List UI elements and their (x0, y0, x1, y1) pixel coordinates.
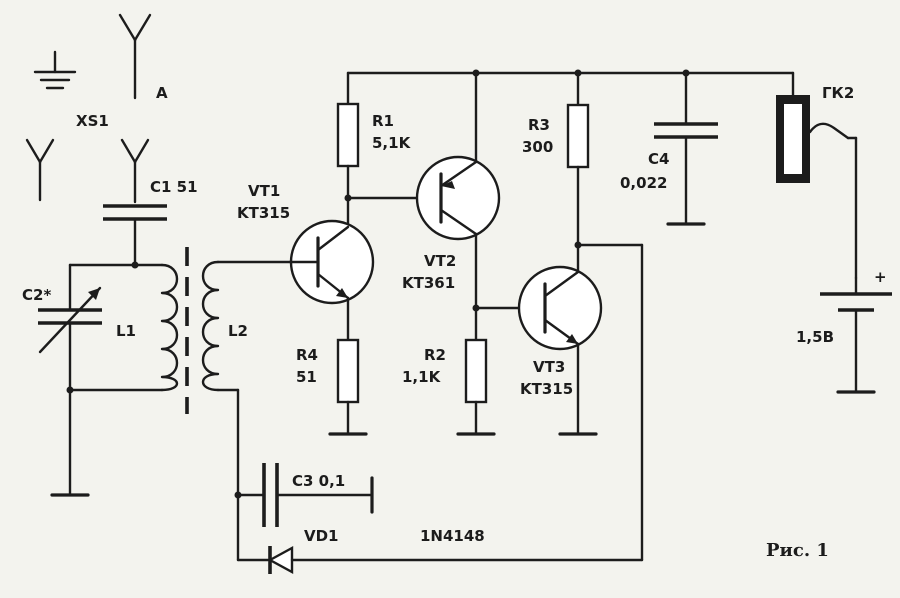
c4-value: 0,022 (620, 174, 667, 192)
c4-name: C4 (648, 150, 669, 168)
r2-value: 1,1K (402, 368, 442, 386)
battery-cell (820, 276, 892, 394)
antenna-symbol (118, 13, 152, 100)
r4-value: 51 (296, 368, 317, 386)
l2-label: L2 (228, 322, 248, 340)
connector-fork-right (120, 138, 150, 204)
transistor-vt1 (288, 219, 375, 342)
capacitor-c4 (654, 71, 718, 226)
capacitor-c2-variable (38, 263, 102, 497)
supply-rail (346, 71, 795, 97)
l1-label: L1 (116, 322, 136, 340)
transistor-vt3 (474, 265, 603, 436)
connector-label: XS1 (76, 112, 109, 130)
transistor-vt2 (346, 71, 501, 342)
r1-value: 5,1K (372, 134, 412, 152)
resistor-r4 (328, 338, 368, 436)
capacitor-c1 (103, 204, 167, 267)
vt2-type: KT361 (402, 274, 455, 292)
battery-value: 1,5B (796, 328, 834, 346)
ground-symbol-top (33, 50, 77, 90)
battery-plus: + (874, 268, 887, 286)
earphone-gk2 (776, 95, 858, 280)
resistor-r3 (566, 71, 590, 272)
figure-caption: Рис. 1 (766, 540, 829, 561)
vt3-type: KT315 (520, 380, 573, 398)
resistor-r2 (456, 338, 496, 436)
r3-value: 300 (522, 138, 553, 156)
r2-name: R2 (424, 346, 446, 364)
vt1-name: VT1 (248, 182, 280, 200)
c2-label: C2* (22, 286, 51, 304)
r3-name: R3 (528, 116, 550, 134)
inductor-l2 (201, 260, 292, 562)
gk2-label: ГК2 (822, 84, 854, 102)
vt1-type: KT315 (237, 204, 290, 222)
diode-vd1 (236, 243, 644, 575)
vt3-name: VT3 (533, 358, 565, 376)
connector-fork-left (25, 138, 55, 202)
r4-name: R4 (296, 346, 318, 364)
capacitor-c3 (236, 463, 374, 527)
c1-label: C1 51 (150, 178, 198, 196)
diode-type-label: 1N4148 (420, 527, 485, 545)
r1-name: R1 (372, 112, 394, 130)
c3-label: C3 0,1 (292, 472, 345, 490)
resistor-r1 (336, 71, 360, 227)
antenna-label: A (156, 84, 168, 102)
vd1-label: VD1 (304, 527, 339, 545)
inductor-l1 (68, 263, 179, 392)
vt2-name: VT2 (424, 252, 456, 270)
